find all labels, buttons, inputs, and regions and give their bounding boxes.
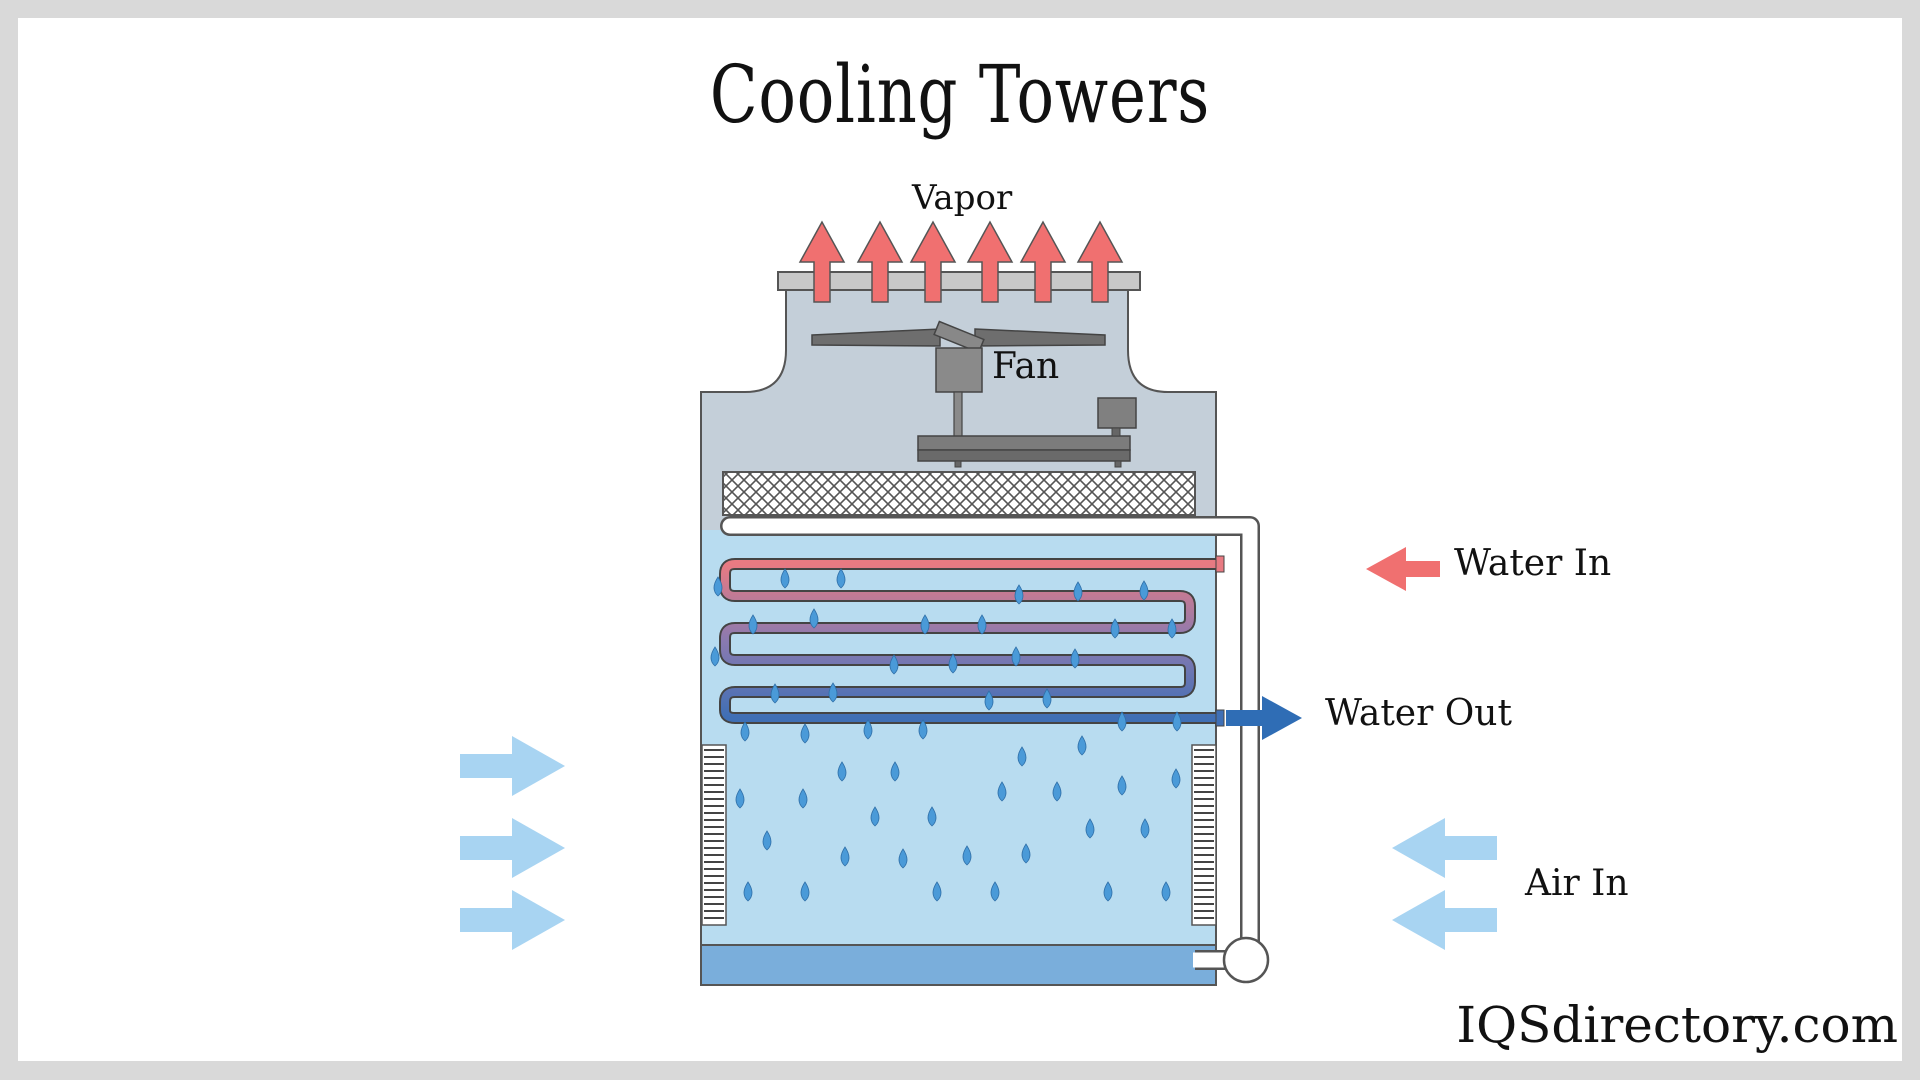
air-in-arrows-right (1392, 818, 1497, 950)
water-droplet (743, 881, 753, 902)
water-droplet (798, 788, 808, 809)
water-droplet (1103, 881, 1113, 902)
water-droplet (918, 719, 928, 740)
vapor-arrow (909, 220, 957, 303)
air-arrow (460, 890, 565, 950)
water-droplet (762, 830, 772, 851)
water-out-arrow (1226, 696, 1302, 740)
brand-watermark: IQSdirectory.com (1456, 996, 1898, 1054)
fan-motor (935, 347, 983, 393)
water-droplet (870, 806, 880, 827)
water-basin (700, 944, 1217, 986)
air-arrow (1392, 818, 1497, 878)
air-arrow (460, 736, 565, 796)
water-droplet (1073, 581, 1083, 602)
water-droplet (1117, 711, 1127, 732)
water-out-label: Water Out (1325, 693, 1512, 734)
water-in-arrow (1366, 547, 1440, 591)
distribution-pipe (720, 516, 1270, 984)
water-droplet (1042, 688, 1052, 709)
water-droplet (898, 848, 908, 869)
water-droplet (1161, 881, 1171, 902)
water-droplet (1011, 646, 1021, 667)
diagram-title: Cooling Towers (709, 48, 1211, 141)
water-droplet (990, 881, 1000, 902)
water-droplet (740, 721, 750, 742)
water-droplet (1117, 775, 1127, 796)
water-droplet (1167, 618, 1177, 639)
water-droplet (920, 614, 930, 635)
vapor-arrow (1019, 220, 1067, 303)
fan-blade-left (811, 328, 941, 347)
water-droplet (863, 719, 873, 740)
water-droplet (809, 608, 819, 629)
water-droplet (1171, 768, 1181, 789)
fan-shaft (953, 391, 963, 438)
water-droplet (1017, 746, 1027, 767)
water-droplet (800, 881, 810, 902)
water-droplet (770, 683, 780, 704)
water-droplet (984, 690, 994, 711)
water-droplet (828, 682, 838, 703)
fan-label: Fan (992, 346, 1060, 387)
water-droplet (1052, 781, 1062, 802)
water-droplet (837, 761, 847, 782)
water-droplet (889, 654, 899, 675)
water-droplet (1172, 711, 1182, 732)
fan (811, 320, 1137, 468)
water-droplet (735, 788, 745, 809)
air-louver-right (1191, 744, 1217, 926)
fan-hub (933, 320, 985, 354)
water-droplet (1014, 584, 1024, 605)
air-louver-left (701, 744, 727, 926)
water-droplet (997, 781, 1007, 802)
vapor-arrow (798, 220, 846, 303)
air-in-arrows-left (460, 736, 565, 950)
drive-frame-bottom (917, 449, 1131, 462)
water-droplet (890, 761, 900, 782)
water-droplet (1021, 843, 1031, 864)
heat-exchange-coil (719, 555, 1225, 727)
vapor-arrow (856, 220, 904, 303)
water-droplet (962, 845, 972, 866)
water-droplet (748, 614, 758, 635)
water-droplet (840, 846, 850, 867)
vapor-label: Vapor (912, 178, 1013, 218)
air-arrow (1392, 890, 1497, 950)
drive-frame-top (917, 435, 1131, 451)
water-droplet (1070, 648, 1080, 669)
vapor-arrows (798, 220, 1124, 303)
water-droplet (780, 568, 790, 589)
water-droplet (1140, 818, 1150, 839)
gear-motor (1097, 397, 1137, 429)
water-droplet (800, 723, 810, 744)
air-in-label: Air In (1525, 863, 1629, 904)
water-droplet (1077, 735, 1087, 756)
vapor-arrow (966, 220, 1014, 303)
pump (1222, 936, 1270, 984)
air-arrow (460, 818, 565, 878)
water-droplet (1110, 618, 1120, 639)
water-droplet (1085, 818, 1095, 839)
water-droplet (927, 806, 937, 827)
water-droplet (948, 653, 958, 674)
vapor-arrow (1076, 220, 1124, 303)
water-droplets (710, 568, 1182, 902)
water-droplet (1139, 580, 1149, 601)
water-droplet (836, 568, 846, 589)
water-in-label: Water In (1454, 543, 1612, 584)
water-droplet (977, 614, 987, 635)
water-droplet (713, 576, 723, 597)
water-droplet (710, 646, 720, 667)
drift-eliminator (722, 471, 1196, 516)
water-droplet (932, 881, 942, 902)
tower-cap (777, 271, 1141, 291)
